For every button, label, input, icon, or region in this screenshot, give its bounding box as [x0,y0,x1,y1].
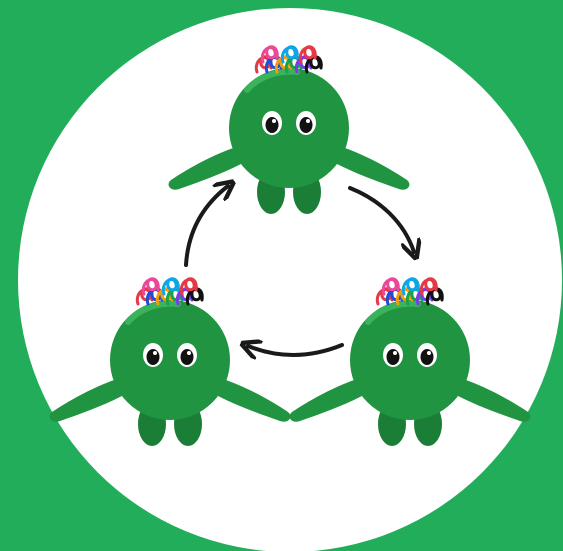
cycle-illustration [0,0,563,551]
